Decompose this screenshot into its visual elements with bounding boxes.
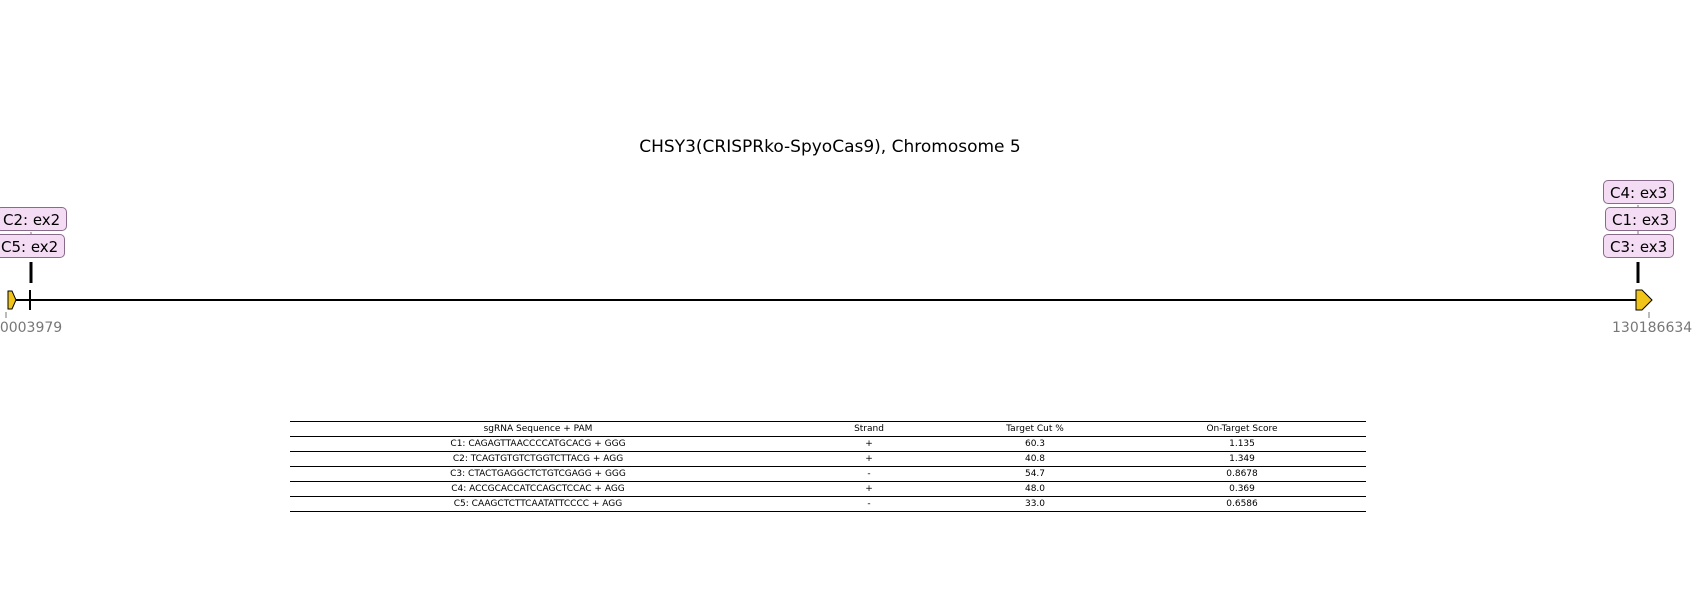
start-coordinate: 130003979 bbox=[0, 320, 63, 336]
cell-strand: + bbox=[786, 451, 952, 467]
table-row: C5: CAAGCTCTTCAATATTCCCC + AGG - 33.0 0.… bbox=[290, 496, 1366, 512]
cell-cut: 40.8 bbox=[952, 451, 1118, 467]
cell-cut: 60.3 bbox=[952, 436, 1118, 452]
guide-label-c3: C3: ex3 bbox=[1603, 234, 1675, 258]
exon-left bbox=[7, 290, 17, 310]
header-sequence: sgRNA Sequence + PAM bbox=[290, 421, 786, 437]
cell-sequence: C5: CAAGCTCTTCAATATTCCCC + AGG bbox=[290, 496, 786, 512]
header-strand: Strand bbox=[786, 421, 952, 437]
cell-sequence: C4: ACCGCACCATCCAGCTCCAC + AGG bbox=[290, 481, 786, 497]
cell-score: 1.349 bbox=[1118, 451, 1366, 467]
exon-right bbox=[1635, 289, 1653, 311]
cell-sequence: C2: TCAGTGTGTCTGGTCTTACG + AGG bbox=[290, 451, 786, 467]
cell-strand: - bbox=[786, 496, 952, 512]
end-coordinate: 130186634 bbox=[1612, 320, 1693, 336]
table-row: C2: TCAGTGTGTCTGGTCTTACG + AGG + 40.8 1.… bbox=[290, 451, 1366, 467]
cell-score: 0.369 bbox=[1118, 481, 1366, 497]
cell-strand: - bbox=[786, 466, 952, 482]
header-cut: Target Cut % bbox=[952, 421, 1118, 437]
cell-score: 0.8678 bbox=[1118, 466, 1366, 482]
guide-label-c1: C1: ex3 bbox=[1605, 207, 1677, 231]
cell-cut: 33.0 bbox=[952, 496, 1118, 512]
cell-sequence: C3: CTACTGAGGCTCTGTCGAGG + GGG bbox=[290, 466, 786, 482]
cell-score: 1.135 bbox=[1118, 436, 1366, 452]
table-row: C1: CAGAGTTAACCCCATGCACG + GGG + 60.3 1.… bbox=[290, 436, 1366, 452]
cell-cut: 54.7 bbox=[952, 466, 1118, 482]
guide-label-c4: C4: ex3 bbox=[1603, 180, 1675, 204]
cell-cut: 48.0 bbox=[952, 481, 1118, 497]
chart-title: CHSY3(CRISPRko-SpyoCas9), Chromosome 5 bbox=[639, 137, 1021, 157]
cell-score: 0.6586 bbox=[1118, 496, 1366, 512]
cell-sequence: C1: CAGAGTTAACCCCATGCACG + GGG bbox=[290, 436, 786, 452]
cell-strand: + bbox=[786, 436, 952, 452]
table-row: C3: CTACTGAGGCTCTGTCGAGG + GGG - 54.7 0.… bbox=[290, 466, 1366, 482]
guide-table: sgRNA Sequence + PAM Strand Target Cut %… bbox=[290, 421, 1366, 512]
header-score: On-Target Score bbox=[1118, 421, 1366, 437]
table-header-row: sgRNA Sequence + PAM Strand Target Cut %… bbox=[290, 421, 1366, 437]
cell-strand: + bbox=[786, 481, 952, 497]
guide-label-c2: C2: ex2 bbox=[0, 207, 68, 231]
table-row: C4: ACCGCACCATCCAGCTCCAC + AGG + 48.0 0.… bbox=[290, 481, 1366, 497]
guide-label-c5: C5: ex2 bbox=[0, 234, 66, 258]
